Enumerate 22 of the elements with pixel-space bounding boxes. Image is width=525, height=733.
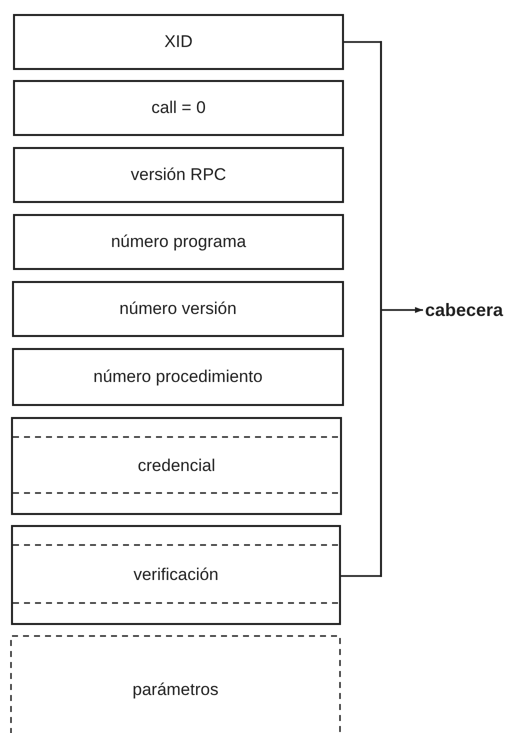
arrow xyxy=(382,307,423,313)
field-label: call = 0 xyxy=(151,98,206,118)
field-label: número procedimiento xyxy=(93,367,263,387)
field-label: número versión xyxy=(119,299,237,319)
bracket-label: cabecera xyxy=(425,300,504,320)
field-label: versión RPC xyxy=(130,165,226,185)
connector-line xyxy=(344,41,380,43)
dashed-field-box xyxy=(10,635,341,733)
field-box xyxy=(13,14,344,70)
field-label: XID xyxy=(164,32,193,52)
field-box xyxy=(12,281,344,337)
field-box xyxy=(11,417,342,515)
field-label: verificación xyxy=(133,565,219,585)
connector-line xyxy=(341,575,380,577)
field-label: parámetros xyxy=(132,680,218,700)
field-label: número programa xyxy=(110,232,246,252)
field-label: credencial xyxy=(138,456,216,476)
field-box xyxy=(11,525,341,625)
field-box xyxy=(12,348,344,406)
field-box xyxy=(13,80,344,136)
field-box xyxy=(13,214,344,270)
field-box xyxy=(13,147,344,203)
